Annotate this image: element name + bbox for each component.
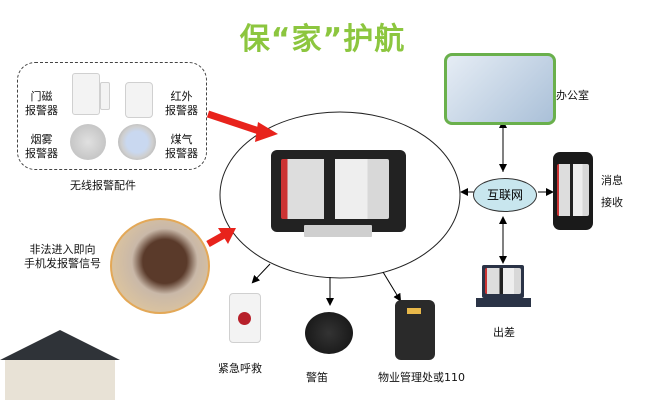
smoke-sensor-label: 烟雾 报警器: [25, 133, 58, 161]
intrusion-label-l2: 手机发报警信号: [24, 257, 101, 270]
siren-label: 警笛: [306, 371, 328, 384]
office-label: 办公室: [556, 89, 589, 102]
infrared-sensor-label: 红外 报警器: [165, 90, 198, 118]
door-sensor-icon: [72, 73, 100, 115]
smartphone-screen: [557, 164, 589, 216]
internet-cloud-icon: 互联网: [473, 178, 537, 212]
house-image: [0, 330, 120, 400]
business-trip-label: 出差: [493, 326, 515, 339]
door-sensor-label-l2: 报警器: [25, 104, 58, 117]
smartphone-icon: [553, 152, 593, 230]
wireless-sensors-caption: 无线报警配件: [70, 179, 136, 192]
smoke-sensor-label-l2: 报警器: [25, 147, 58, 160]
gas-sensor-label-l2: 报警器: [165, 147, 198, 160]
intrusion-label-l1: 非法进入即向: [29, 243, 96, 256]
intruder-image: [110, 218, 210, 314]
laptop-screen: [485, 268, 521, 294]
gas-sensor-label: 煤气 报警器: [165, 133, 198, 161]
laptop-keyboard-icon: [476, 298, 531, 307]
tablet-stand-icon: [304, 225, 372, 237]
internet-label: 互联网: [486, 188, 523, 202]
tablet-camera-feed: [281, 159, 389, 219]
laptop-icon: [482, 265, 524, 298]
door-sensor-label: 门磁 报警器: [25, 90, 58, 118]
property-mgmt-label: 物业管理处或110: [378, 371, 465, 384]
smoke-sensor-icon: [70, 124, 106, 160]
smoke-sensor-label-l1: 烟雾: [30, 133, 53, 146]
message-receive-label: 消息 接收: [601, 170, 623, 214]
office-image: [444, 53, 556, 125]
wireless-sensors-group: [17, 62, 207, 170]
infrared-sensor-icon: [125, 82, 153, 118]
page-title: 保“家”护航: [239, 22, 406, 57]
intrusion-label: 非法进入即向 手机发报警信号: [24, 243, 101, 271]
door-sensor-label-l1: 门磁: [30, 90, 53, 103]
message-receive-l1: 消息: [601, 174, 623, 187]
siren-icon: [305, 312, 353, 354]
phone-handset-icon: [395, 300, 435, 360]
gas-sensor-label-l1: 煤气: [170, 133, 193, 146]
central-tablet-icon: [271, 150, 406, 232]
infrared-sensor-label-l1: 红外: [170, 90, 193, 103]
emergency-call-label: 紧急呼救: [218, 362, 262, 375]
infrared-sensor-label-l2: 报警器: [165, 104, 198, 117]
door-magnet-icon: [100, 82, 110, 110]
gas-sensor-icon: [118, 124, 156, 160]
message-receive-l2: 接收: [601, 196, 623, 209]
sensor-arrow-icon: [206, 110, 278, 142]
panic-button-icon: [229, 293, 261, 343]
intrusion-arrow-icon: [206, 228, 236, 248]
